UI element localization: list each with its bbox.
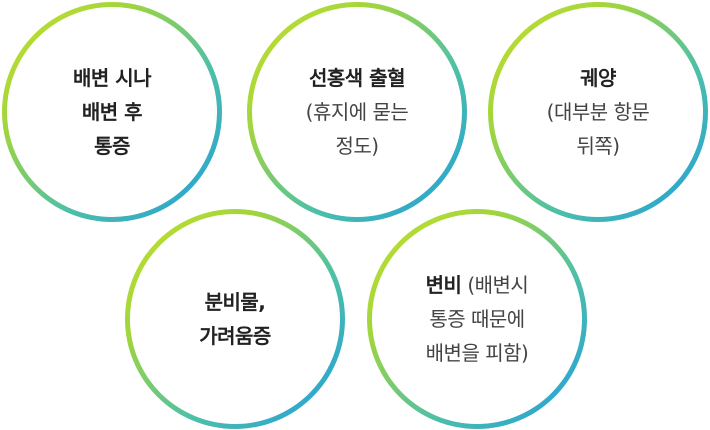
text-line: (휴지에 묻는 xyxy=(306,95,409,129)
text-line: 배변을 피함) xyxy=(426,336,529,370)
circle-body: 궤양 (대부분 항문 뒤쪽) xyxy=(493,7,703,217)
text-line: 선홍색 출혈 xyxy=(306,61,409,95)
bold-text: 변비 xyxy=(425,273,462,297)
bold-text: 분비물, xyxy=(204,290,266,314)
text-line: 궤양 xyxy=(547,61,650,95)
circle-text: 분비물, 가려움증 xyxy=(199,285,271,353)
text-line: 정도) xyxy=(306,129,409,163)
bold-text: 궤양 xyxy=(580,66,616,90)
text-line: 통증 xyxy=(73,129,151,163)
circle-body: 변비 (배변시 통증 때문에 배변을 피함) xyxy=(372,214,582,424)
bold-text: 선홍색 출혈 xyxy=(309,66,405,90)
normal-text: 정도) xyxy=(335,134,379,158)
circle-body: 배변 시나 배변 후 통증 xyxy=(7,7,217,217)
normal-text: 뒤쪽) xyxy=(576,134,620,158)
circle-body: 선홍색 출혈 (휴지에 묻는 정도) xyxy=(252,7,462,217)
normal-text: (배변시 xyxy=(461,273,529,297)
text-line: (대부분 항문 xyxy=(547,95,650,129)
text-line: 변비 (배변시 xyxy=(426,268,529,302)
symptom-circle-constipation: 변비 (배변시 통증 때문에 배변을 피함) xyxy=(367,209,587,429)
text-line: 분비물, xyxy=(199,285,271,319)
symptom-circle-ulcer: 궤양 (대부분 항문 뒤쪽) xyxy=(488,2,708,222)
bold-text: 가려움증 xyxy=(199,324,271,348)
bold-text: 통증 xyxy=(94,134,130,158)
bold-text: 배변 후 xyxy=(81,100,143,124)
symptom-circle-bleeding: 선홍색 출혈 (휴지에 묻는 정도) xyxy=(247,2,467,222)
circle-body: 분비물, 가려움증 xyxy=(130,214,340,424)
symptom-circle-discharge: 분비물, 가려움증 xyxy=(125,209,345,429)
normal-text: 통증 때문에 xyxy=(429,307,525,331)
text-line: 배변 후 xyxy=(73,95,151,129)
text-line: 가려움증 xyxy=(199,319,271,353)
circle-text: 변비 (배변시 통증 때문에 배변을 피함) xyxy=(426,268,529,370)
normal-text: (휴지에 묻는 xyxy=(305,100,409,124)
symptom-circle-pain: 배변 시나 배변 후 통증 xyxy=(2,2,222,222)
bold-text: 배변 시나 xyxy=(72,66,152,90)
text-line: 배변 시나 xyxy=(72,61,152,95)
normal-text: 배변을 피함) xyxy=(425,341,529,365)
circle-text: 선홍색 출혈 (휴지에 묻는 정도) xyxy=(306,61,409,163)
normal-text: (대부분 항문 xyxy=(546,100,650,124)
circle-text: 배변 시나 배변 후 통증 xyxy=(72,61,152,163)
text-line: 통증 때문에 xyxy=(426,302,529,336)
circle-text: 궤양 (대부분 항문 뒤쪽) xyxy=(547,61,650,163)
text-line: 뒤쪽) xyxy=(547,129,650,163)
